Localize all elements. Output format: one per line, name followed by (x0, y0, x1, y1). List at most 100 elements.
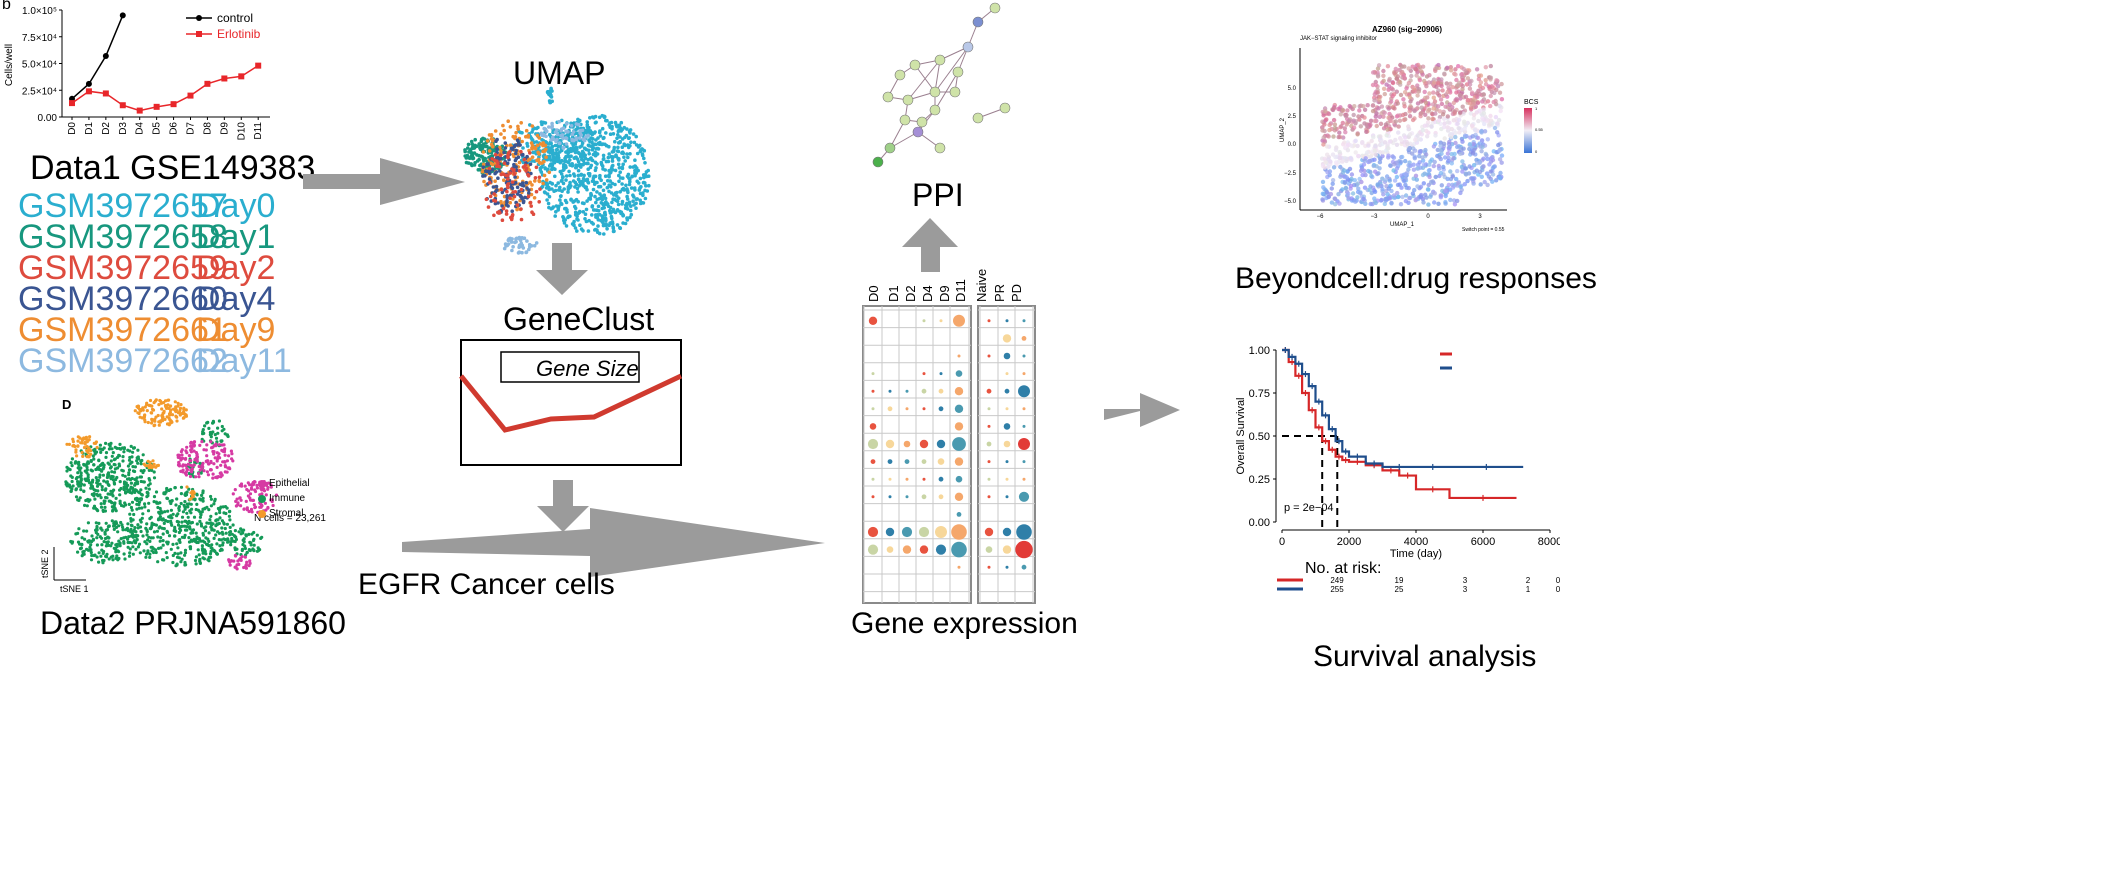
cell-point (219, 471, 223, 475)
cell-point (211, 472, 215, 476)
cell-point (126, 488, 130, 492)
umap-point (616, 162, 621, 167)
bc-point (1475, 135, 1481, 141)
ge-dot (868, 316, 878, 325)
umap-point (514, 151, 518, 156)
umap-point (508, 200, 512, 205)
bc-point (1479, 138, 1485, 143)
cell-point (173, 400, 177, 404)
umap-point (564, 174, 569, 178)
umap-point (502, 150, 506, 155)
umap-point (598, 134, 603, 138)
bc-point (1488, 75, 1494, 80)
umap-point (600, 197, 605, 202)
ppi-edge (934, 71, 959, 111)
umap-point (587, 218, 591, 223)
umap-point (569, 124, 574, 128)
bc-legend-tick: 0.55 (1535, 127, 1544, 132)
bc-point (1448, 81, 1453, 86)
umap-point (487, 177, 492, 181)
bc-point (1323, 160, 1328, 165)
bc-point (1461, 146, 1466, 151)
bc-point (1381, 68, 1386, 74)
risk-value: 249 (1330, 576, 1344, 585)
bc-point (1462, 133, 1468, 138)
bc-point (1468, 111, 1473, 116)
umap-point (597, 212, 602, 217)
umap-point (534, 189, 539, 194)
data-point (204, 80, 211, 87)
cell-point (198, 515, 202, 519)
ge-dot (954, 457, 964, 466)
bc-point (1412, 156, 1417, 161)
umap-point (547, 170, 552, 175)
cell-point (215, 459, 219, 463)
cell-point (199, 524, 204, 528)
bc-point (1367, 159, 1373, 164)
cell-point (90, 553, 94, 558)
cell-point (242, 537, 246, 541)
ge-dot (886, 546, 894, 553)
cell-point (142, 549, 146, 553)
bc-point (1401, 117, 1407, 123)
bc-point (1438, 148, 1443, 153)
bc-point (1341, 168, 1347, 173)
bc-point (1455, 144, 1460, 150)
cell-point (141, 453, 145, 457)
bc-point (1358, 168, 1364, 173)
umap-point (481, 174, 485, 178)
cell-point (173, 486, 177, 490)
cell-point (169, 408, 173, 412)
umap-point (494, 139, 498, 143)
umap-point (510, 146, 515, 151)
cell-point (237, 562, 241, 566)
ge-column-header: D1 (886, 285, 901, 302)
cell-point (141, 534, 145, 538)
bc-point (1488, 93, 1493, 99)
umap-point (513, 240, 517, 245)
cell-point (83, 503, 87, 507)
bc-point (1383, 122, 1389, 127)
umap-point (515, 203, 520, 207)
cell-point (185, 521, 189, 525)
bc-point (1427, 174, 1432, 180)
cell-point (190, 464, 194, 468)
bc-point (1462, 119, 1467, 124)
umap-point (604, 218, 608, 223)
umap-point (493, 171, 497, 176)
bc-point (1336, 134, 1341, 140)
cell-point (142, 468, 146, 473)
bc-point (1445, 114, 1450, 119)
data-point (102, 53, 109, 60)
umap-point (499, 132, 503, 136)
cell-point (89, 483, 93, 487)
umap-point (516, 124, 520, 129)
cell-point (242, 528, 246, 532)
cell-point (69, 461, 73, 465)
cell-point (100, 543, 104, 547)
umap-point (594, 120, 598, 125)
umap-point (597, 231, 602, 236)
bc-point (1413, 89, 1418, 94)
cell-point (228, 518, 232, 522)
bc-point (1331, 117, 1337, 123)
umap-point (631, 199, 635, 203)
cell-point (124, 503, 128, 507)
cell-point (271, 503, 275, 508)
bc-point (1457, 93, 1463, 98)
umap-point (465, 153, 470, 158)
cell-point (184, 491, 188, 495)
cell-point (169, 519, 173, 523)
cell-point (89, 459, 93, 463)
umap-point (624, 203, 628, 207)
bc-point (1413, 137, 1418, 142)
umap-point (581, 229, 585, 233)
cell-point (248, 492, 253, 496)
cell-point (255, 483, 259, 487)
umap-point (597, 130, 602, 135)
cell-point (217, 531, 221, 535)
bc-point (1373, 152, 1379, 157)
bc-point (1431, 95, 1436, 100)
ppi-edge (889, 131, 919, 149)
ge-dot (987, 565, 991, 569)
